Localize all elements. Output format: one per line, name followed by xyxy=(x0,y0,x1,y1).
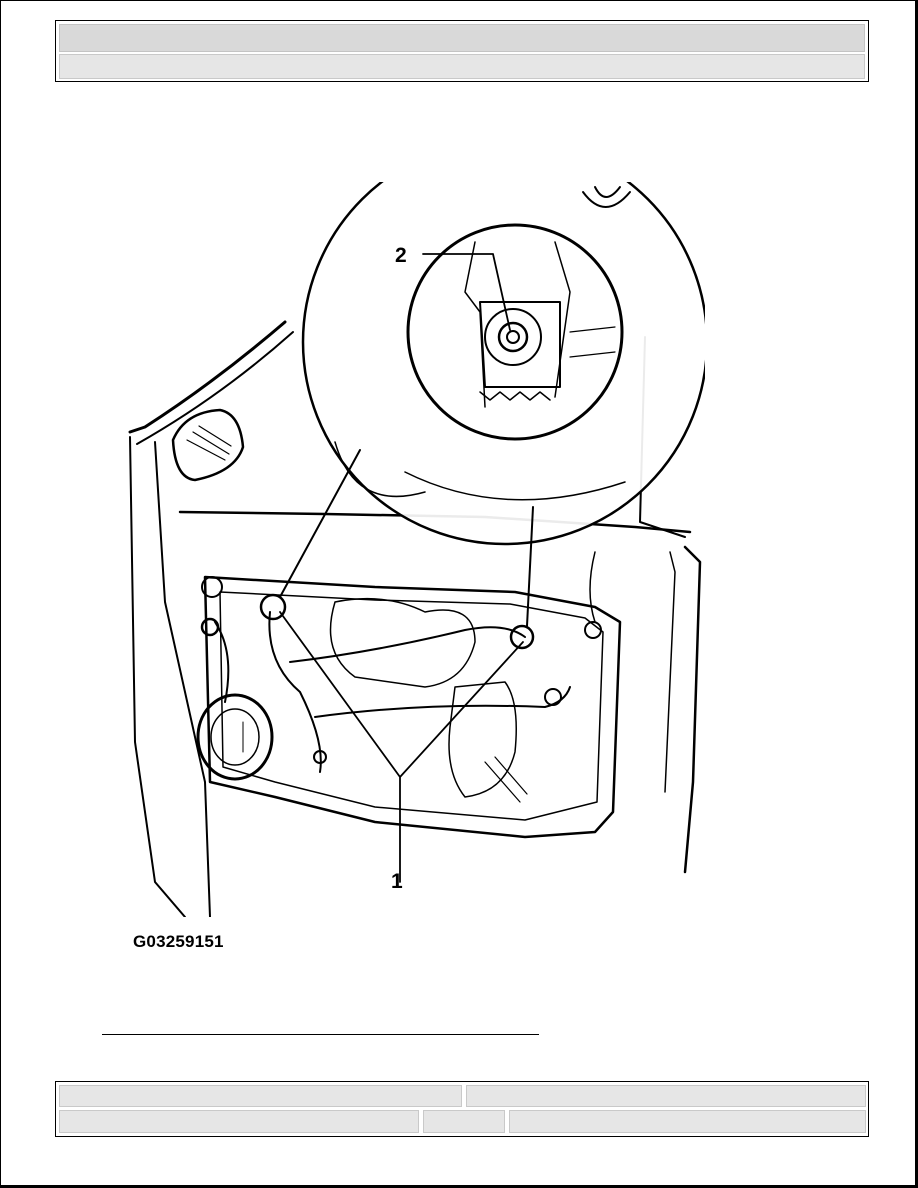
header-title-cell xyxy=(59,24,865,52)
footer-cell-left-bottom xyxy=(59,1110,419,1133)
header-subtitle-cell xyxy=(59,54,865,79)
callout-2-label: 2 xyxy=(395,244,407,267)
footnote-divider xyxy=(102,1034,539,1035)
door-panel-illustration: 2 1 xyxy=(128,182,705,917)
footer-cell-right-bottom xyxy=(509,1110,866,1133)
header-table xyxy=(55,20,869,82)
footer-table xyxy=(55,1081,869,1137)
footer-cell-right-top xyxy=(466,1085,866,1107)
footer-cell-left-top xyxy=(59,1085,462,1107)
callout-1-label: 1 xyxy=(391,870,403,893)
page-border-right xyxy=(915,0,918,1188)
footer-cell-middle-bottom xyxy=(423,1110,505,1133)
figure-caption: G03259151 xyxy=(133,932,224,951)
page-border-bottom xyxy=(0,1185,918,1188)
